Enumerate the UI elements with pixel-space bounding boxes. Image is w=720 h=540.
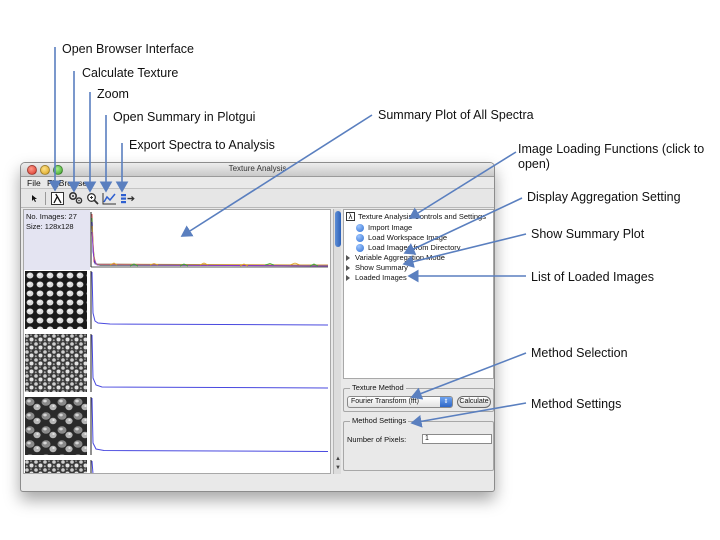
annotation-open-summary: Open Summary in Plotgui [113,110,256,124]
select-arrows-icon: ⇕ [440,397,452,407]
lambda-icon: λ [346,212,355,221]
summary-plot-all-spectra[interactable] [90,212,329,268]
toolbar [21,189,494,208]
expand-triangle-icon[interactable] [346,264,350,271]
variable-aggregation-node[interactable]: Variable Aggregation Mode [346,253,445,262]
expand-triangle-icon[interactable] [346,274,350,281]
show-summary-node[interactable]: Show Summary [346,263,408,272]
bullet-icon [356,223,364,232]
scroll-down-arrow-icon[interactable]: ▼ [335,465,341,471]
number-of-pixels-input[interactable]: 1 [422,434,492,444]
thumbnail-rocks[interactable] [25,397,87,455]
number-of-pixels-label: Number of Pixels: [347,435,407,444]
annotation-display-aggregation: Display Aggregation Setting [527,190,681,204]
texture-method-group: Texture Method Fourier Transform (fft) ⇕… [343,383,494,412]
texture-method-select[interactable]: Fourier Transform (fft) ⇕ [347,396,453,408]
loaded-images-node[interactable]: Loaded Images [346,273,407,282]
calculate-button[interactable]: Calculate [457,396,491,408]
import-image-item[interactable]: Import Image [356,223,412,232]
images-count-label: No. Images: [26,212,67,221]
spectrum-plot-4[interactable] [90,460,328,473]
annotation-calculate-texture: Calculate Texture [82,66,179,80]
bullet-icon [356,243,364,252]
thumbnail-honeycomb[interactable] [25,271,87,329]
zoom-icon[interactable] [85,191,99,205]
thumbnail-gravel[interactable] [25,334,87,392]
image-info-box: No. Images: 27 Size: 128x128 [24,210,90,270]
annotation-image-loading: Image Loading Functions (click to open) [518,142,705,171]
image-size-label: Size: [26,222,43,231]
images-count-value: 27 [68,212,77,221]
annotation-export-spectra: Export Spectra to Analysis [129,138,275,152]
browser-lambda-icon[interactable] [50,191,64,205]
toolbar-separator [45,192,46,205]
method-settings-label: Method Settings [350,416,409,425]
tree-root-label: Texture Analysis Controls and Settings [358,212,486,221]
spectrum-plot-2[interactable] [90,334,329,392]
menu-file[interactable]: File [27,178,41,188]
minimize-window-button[interactable] [40,165,50,175]
summary-plot-icon[interactable] [101,191,117,205]
title-bar: Texture Analysis [21,163,494,177]
scrollbar-thumb[interactable] [335,211,341,247]
image-size-value: 128x128 [44,222,74,231]
spectra-scrollbar[interactable]: ▲ ▼ [333,209,341,474]
annotation-open-browser: Open Browser Interface [62,42,195,56]
annotation-show-summary: Show Summary Plot [531,227,645,241]
annotation-zoom: Zoom [97,87,129,101]
tree-root[interactable]: λ Texture Analysis Controls and Settings [346,212,486,221]
annotation-list-loaded: List of Loaded Images [531,270,654,284]
bullet-icon [356,233,364,242]
export-spectra-icon[interactable] [119,191,135,205]
annotation-method-selection: Method Selection [531,346,628,360]
calculate-gears-icon[interactable] [68,191,84,205]
expand-triangle-icon[interactable] [346,254,350,261]
controls-tree: λ Texture Analysis Controls and Settings… [343,209,494,379]
texture-method-label: Texture Method [350,383,406,392]
load-images-directory-item[interactable]: Load Images from Directory [356,243,461,252]
thumbnail-partial[interactable] [25,460,87,473]
menu-figbrowser[interactable]: FigBrowser [47,178,90,188]
scroll-up-arrow-icon[interactable]: ▲ [335,456,341,462]
spectrum-plot-1[interactable] [90,271,329,329]
load-workspace-image-item[interactable]: Load Workspace Image [356,233,447,242]
method-settings-group: Method Settings Number of Pixels: 1 [343,416,494,471]
window-title: Texture Analysis [228,164,287,173]
annotation-method-settings: Method Settings [531,397,622,411]
annotation-summary-plot: Summary Plot of All Spectra [378,108,534,122]
zoom-window-button[interactable] [53,165,63,175]
close-window-button[interactable] [27,165,37,175]
texture-analysis-window: Texture Analysis File FigBrowser No. Ima… [20,162,495,492]
menu-bar: File FigBrowser [21,177,494,189]
arrow-cursor-icon[interactable] [27,191,41,205]
spectrum-plot-3[interactable] [90,397,329,455]
spectra-pane: No. Images: 27 Size: 128x128 [23,209,331,474]
